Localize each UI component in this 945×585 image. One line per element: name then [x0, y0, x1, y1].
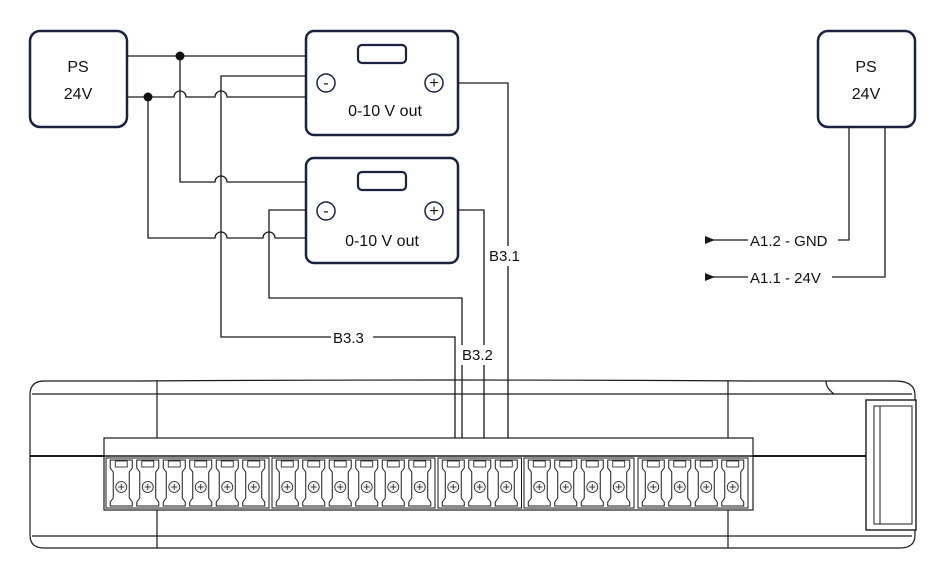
terminal-screw	[328, 459, 352, 507]
sensor-bottom-plus-symbol: +	[429, 203, 438, 220]
terminal-screw	[302, 459, 326, 507]
terminal-screw	[721, 459, 745, 507]
terminal-screw	[694, 459, 718, 507]
terminal-screw	[275, 459, 299, 507]
terminal-screw	[162, 459, 186, 507]
terminal-blocks	[105, 457, 749, 509]
ps-right-name: PS	[855, 59, 876, 76]
sensor-top-minus-symbol: -	[323, 75, 328, 92]
terminal-screw	[494, 459, 518, 507]
terminal-screw	[668, 459, 692, 507]
wire-gnd-bottom	[147, 97, 306, 239]
wire-label-b32: B3.2	[462, 347, 493, 364]
terminal-screw	[580, 459, 604, 507]
sensor-top-plus-terminal: +	[424, 73, 444, 93]
side-connector	[865, 399, 917, 531]
wire-b32	[458, 209, 485, 460]
sensor-bottom-display-icon	[356, 170, 408, 192]
terminal-screw	[381, 459, 405, 507]
sensor-bottom-minus-terminal: -	[316, 201, 336, 221]
wire-a12-gnd	[705, 127, 850, 244]
wire-label-a11: A1.1 - 24V	[750, 270, 821, 287]
terminal-screw	[215, 459, 239, 507]
wire-24v-bottom	[179, 56, 306, 183]
terminal-screw	[189, 459, 213, 507]
terminal-screw	[408, 459, 432, 507]
ps-left-voltage: 24V	[64, 86, 93, 103]
wire-b33	[220, 75, 456, 460]
wire-label-a12: A1.2 - GND	[750, 233, 828, 250]
terminal-screw	[641, 459, 665, 507]
sensor-top-minus-terminal: -	[316, 73, 336, 93]
terminal-screw	[607, 459, 631, 507]
sensor-top-output-label: 0-10 V out	[348, 103, 422, 120]
terminal-screw	[109, 459, 133, 507]
terminal-screw	[441, 459, 465, 507]
sensor-top-display-icon	[356, 43, 408, 65]
terminal-screw	[468, 459, 492, 507]
terminal-screw	[242, 459, 266, 507]
device-outline	[29, 379, 916, 549]
sensor-top-plus-symbol: +	[429, 75, 438, 92]
terminal-screw	[136, 459, 160, 507]
ps-right-voltage: 24V	[852, 86, 881, 103]
sensor-bottom-output-label: 0-10 V out	[345, 233, 419, 250]
sensor-bottom-plus-terminal: +	[424, 201, 444, 221]
terminal-screw	[527, 459, 551, 507]
wire-label-b31: B3.1	[489, 248, 520, 265]
power-supply-left: PS 24V	[28, 29, 129, 129]
terminal-block-group	[271, 457, 436, 509]
wire-b31	[458, 82, 509, 460]
wire-gnd-top	[127, 90, 306, 98]
terminal-block-group	[105, 457, 270, 509]
sensor-bottom: - + 0-10 V out	[304, 156, 460, 265]
ps-left-name: PS	[67, 59, 88, 76]
terminal-screw	[554, 459, 578, 507]
sensor-top: - + 0-10 V out	[304, 29, 460, 137]
terminal-screw	[355, 459, 379, 507]
sensor-bottom-minus-symbol: -	[323, 203, 328, 220]
controller-device	[29, 379, 917, 549]
power-supply-right: PS 24V	[816, 29, 917, 129]
wire-a11-24v	[705, 127, 886, 281]
wire-label-b33: B3.3	[333, 330, 364, 347]
